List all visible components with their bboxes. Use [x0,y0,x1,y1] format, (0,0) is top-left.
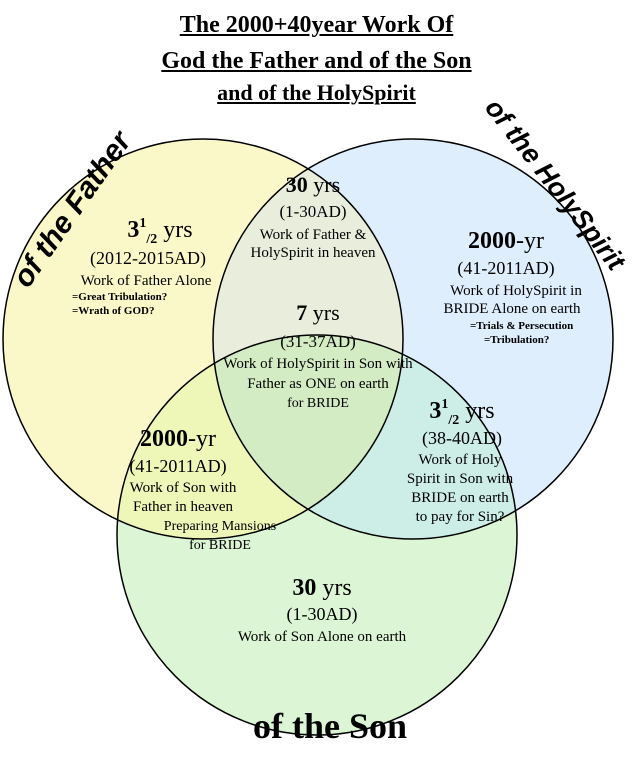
holyspirit-years: 2000-yr [468,228,544,254]
holyspirit-son-desc-1: Work of Holy [419,452,502,468]
father-son-desc-3: Preparing Mansions [164,519,276,534]
son-range: (1-30AD) [287,604,358,625]
father-son-range: (41-2011AD) [129,456,226,477]
center-years: 7 yrs [296,300,339,325]
father-note-2: =Wrath of GOD? [72,305,154,317]
father-years-num: 3 [127,217,139,243]
top-years-num: 30 [286,172,308,197]
son-desc-1: Work of Son Alone on earth [238,629,407,645]
holyspirit-desc-2: BRIDE Alone on earth [443,301,581,317]
holyspirit-note-2: =Tribulation? [484,334,549,346]
holyspirit-son-desc-3: BRIDE on earth [411,490,509,506]
holyspirit-range: (41-2011AD) [457,258,554,279]
center-desc-1: Work of HolySpirit in Son with [223,356,413,372]
father-son-years: 2000-yr [140,426,216,452]
holyspirit-son-years-unit: yrs [459,398,494,424]
title-line-2: God the Father and of the Son [161,48,472,74]
center-years-num: 7 [296,300,307,325]
center-desc-2: Father as ONE on earth [247,376,389,392]
holyspirit-son-desc-4: to pay for Sin? [416,509,505,525]
holyspirit-desc-1: Work of HolySpirit in [450,283,582,299]
holyspirit-son-years-sub: /2 [447,413,459,428]
title-line-1: The 2000+40year Work Of [179,12,454,38]
father-son-desc-2: Father in heaven [133,499,233,515]
holyspirit-years-unit: -yr [516,228,544,254]
father-years-sub: /2 [145,232,157,247]
holyspirit-son-years: 31/2 yrs [429,397,494,428]
father-note-1: =Great Tribulation? [72,291,167,303]
title-line-3: and of the HolySpirit [217,80,416,105]
father-range: (2012-2015AD) [90,248,206,269]
father-years-sup: 1 [139,216,146,231]
top-range: (1-30AD) [279,202,346,221]
father-son-desc-4: for BRIDE [189,538,251,553]
top-years-unit: yrs [308,172,340,197]
top-desc-1: Work of Father & [260,227,367,243]
center-range: (31-37AD) [280,332,356,351]
holyspirit-years-num: 2000 [468,228,516,254]
father-son-years-num: 2000 [140,426,188,452]
center-years-unit: yrs [307,300,339,325]
top-years: 30 yrs [286,172,340,197]
father-desc-1: Work of Father Alone [81,273,212,289]
father-years-unit: yrs [157,217,192,243]
father-son-desc-1: Work of Son with [130,480,237,496]
father-son-years-unit: -yr [188,426,216,452]
holyspirit-son-years-sup: 1 [441,397,448,412]
label-of-the-son: of the Son [253,706,407,746]
holyspirit-note-1: =Trials & Persecution [470,320,573,332]
top-desc-2: HolySpirit in heaven [251,245,376,261]
holyspirit-son-range: (38-40AD) [422,428,502,449]
holyspirit-son-years-num: 3 [429,398,441,424]
son-years-unit: yrs [316,575,351,601]
father-years: 31/2 yrs [127,216,192,247]
son-years-num: 30 [292,575,316,601]
holyspirit-son-desc-2: Spirit in Son with [407,471,514,487]
center-desc-3: for BRIDE [287,396,349,411]
son-years: 30 yrs [292,575,351,601]
